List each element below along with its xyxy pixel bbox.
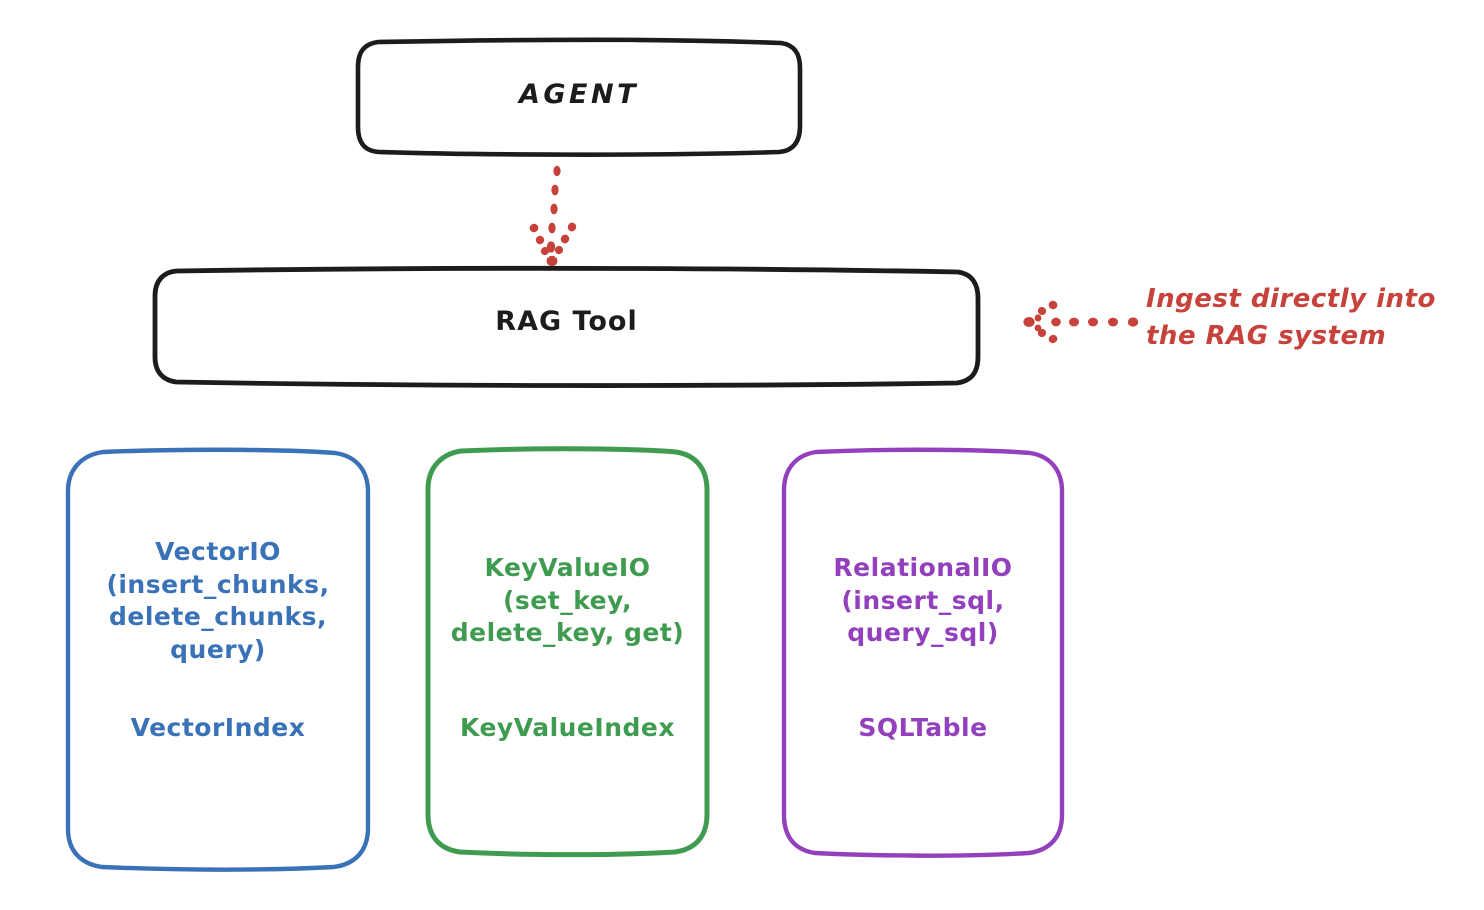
- ingest-to-rag-tool-arrow: [1023, 300, 1139, 344]
- vector-index-label: VectorIndex: [130, 713, 306, 742]
- rag-tool-label: RAG Tool: [495, 306, 638, 337]
- agent-label: AGENT: [518, 79, 639, 110]
- relational-io-box[interactable]: [781, 447, 1065, 858]
- key-value-index-label: KeyValueIndex: [460, 713, 675, 742]
- relational-io-api-label: RelationalIO (insert_sql, query_sql): [833, 553, 1013, 647]
- ingest-annotation-text: Ingest directly into the RAG system: [1146, 284, 1436, 351]
- agent-to-rag-tool-arrow: [529, 165, 577, 267]
- sql-table-label: SQLTable: [858, 713, 988, 742]
- vector-io-api-label: VectorIO (insert_chunks, delete_chunks, …: [106, 537, 330, 664]
- key-value-io-box[interactable]: [425, 446, 710, 858]
- key-value-io-api-label: KeyValueIO (set_key, delete_key, get): [450, 553, 685, 647]
